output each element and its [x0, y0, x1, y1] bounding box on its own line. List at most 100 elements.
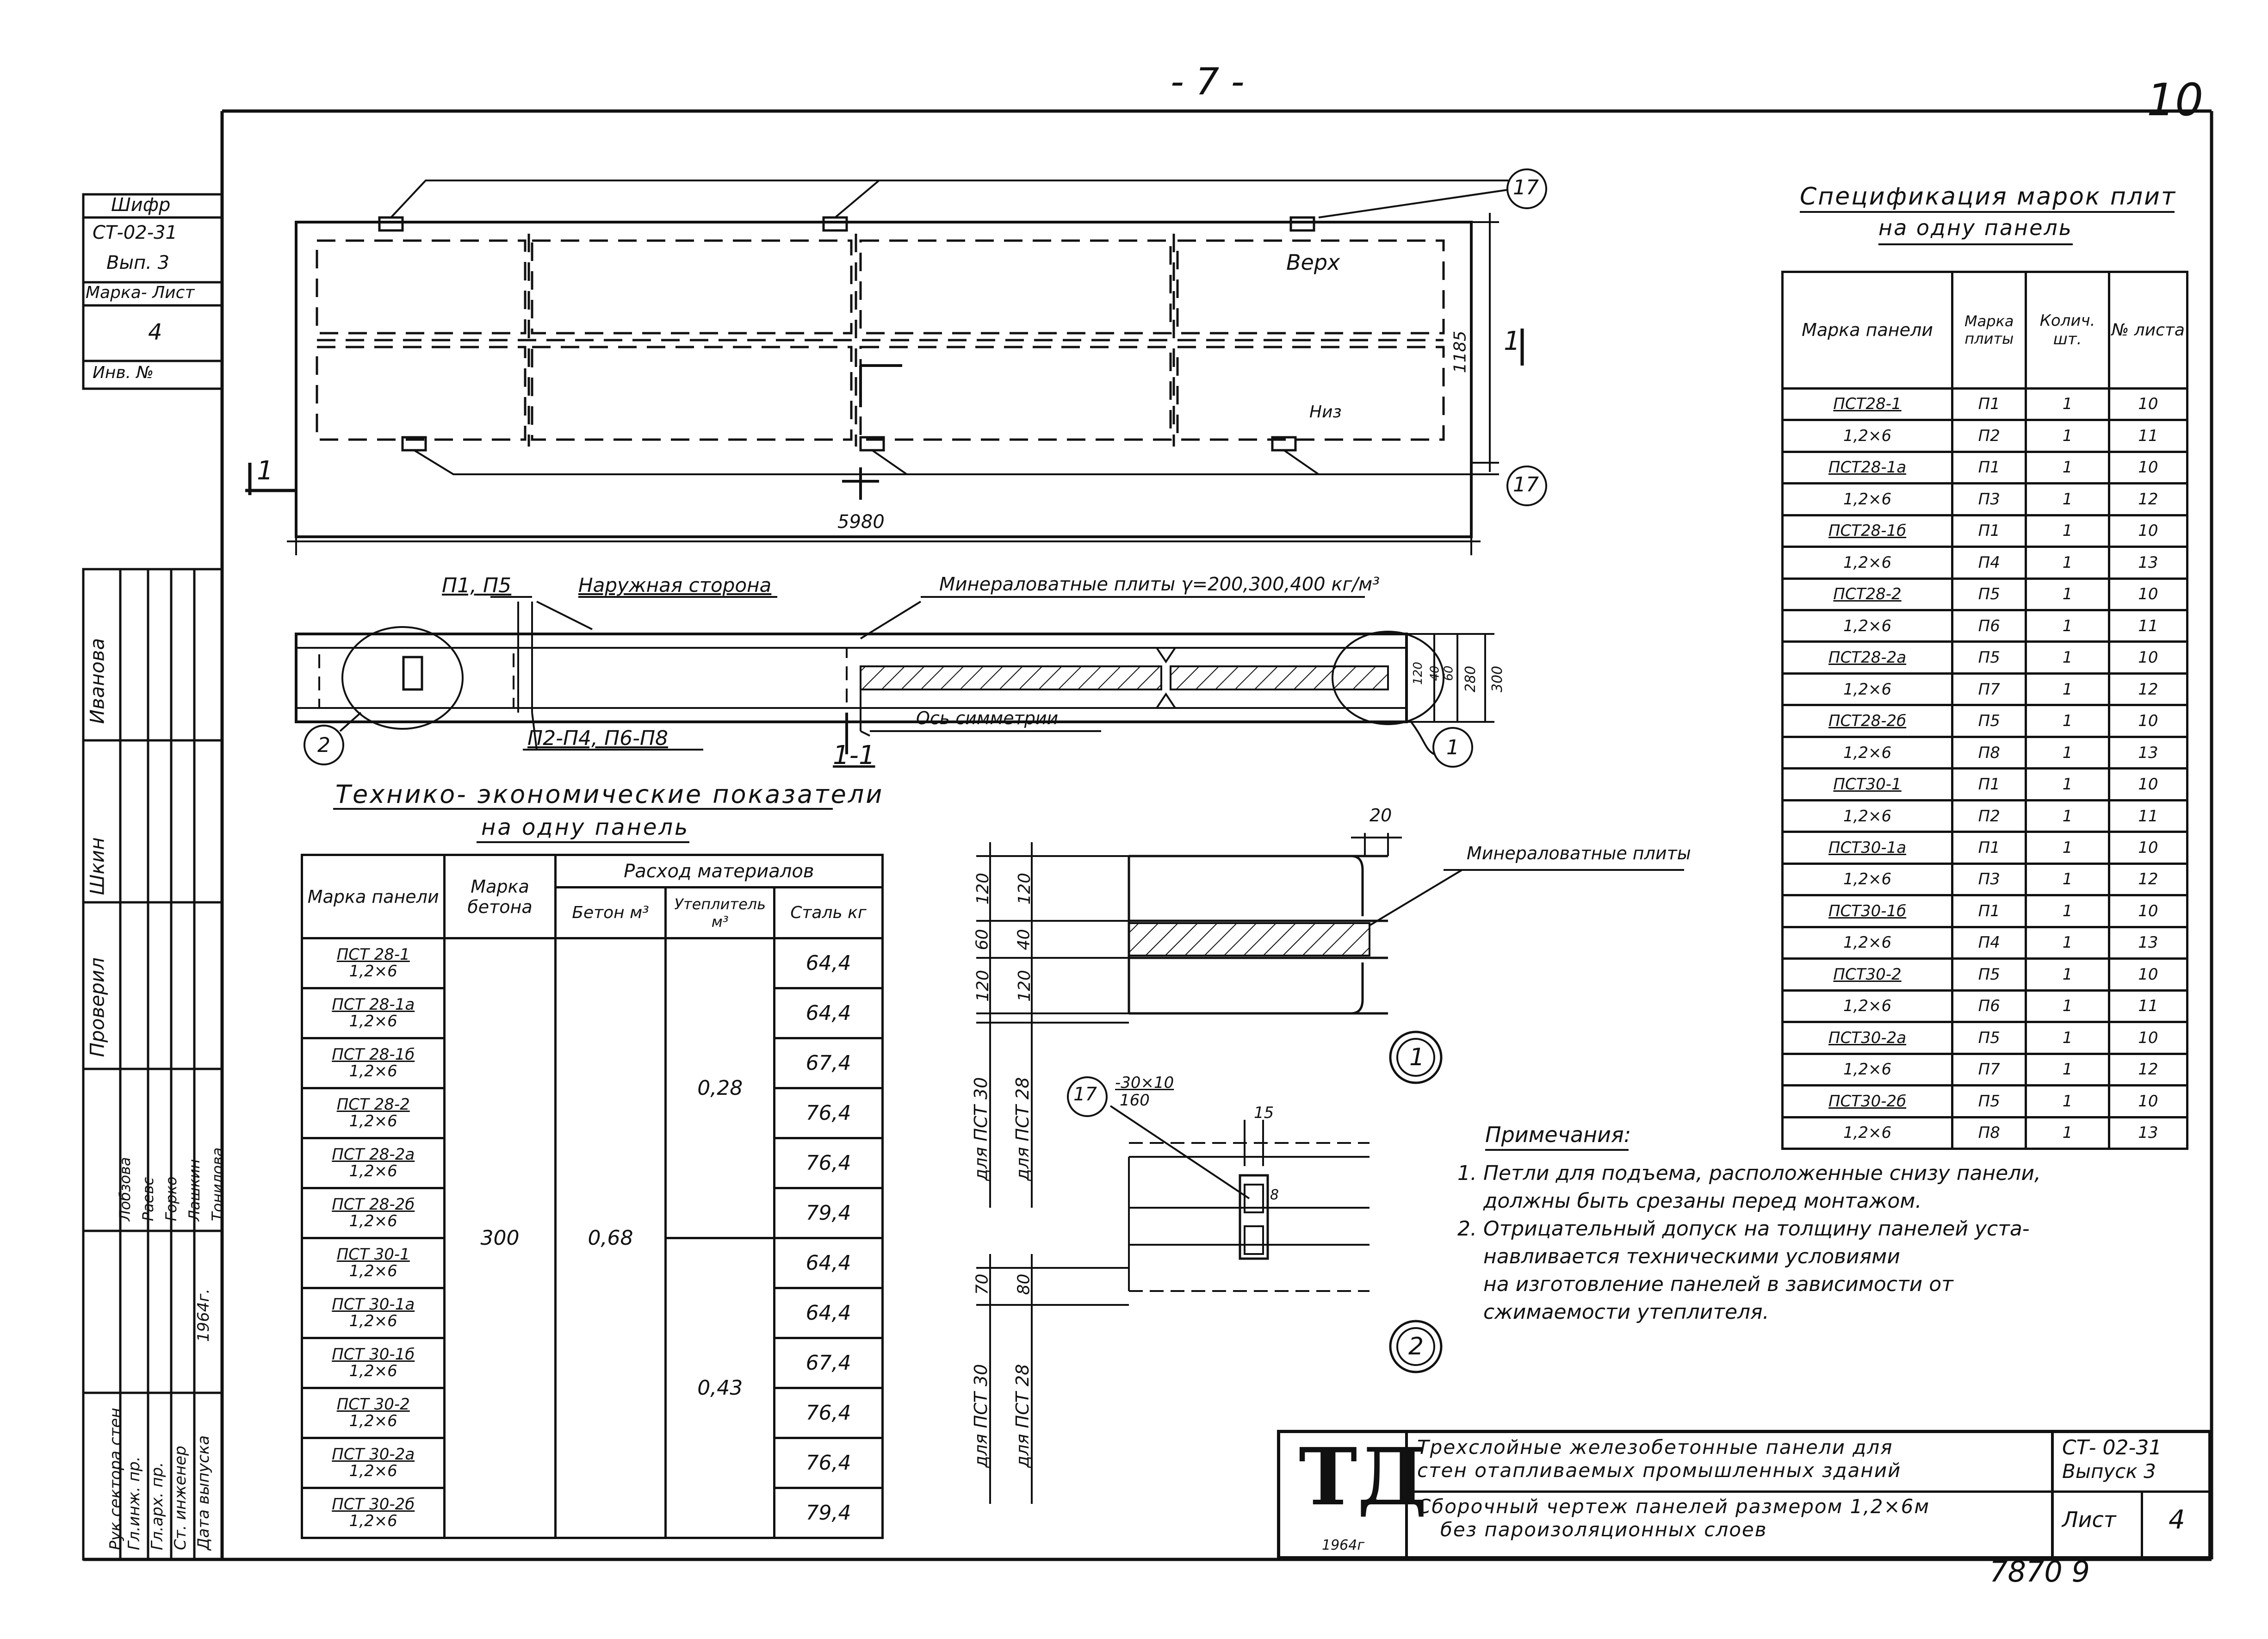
spec-qty: 1: [2025, 989, 2110, 1024]
tech-size: 1,2×6: [349, 1161, 397, 1180]
tech-steel: 76,4: [773, 1387, 884, 1439]
tech-steel: 76,4: [773, 1087, 884, 1139]
spec-header-slab: Марка плиты: [1951, 271, 2027, 390]
spec-slab: П3: [1951, 482, 2027, 516]
tech-mark: ПСТ 28-1: [336, 945, 410, 964]
spec-mark: ПСТ28-2а: [1781, 640, 1954, 675]
detail2-plate-label: -30×10: [1115, 1074, 1174, 1092]
spec-qty: 1: [2025, 704, 2110, 738]
sheet-corner-number: 10: [2147, 74, 2204, 126]
spec-size: 1,2×6: [1781, 862, 1954, 897]
detail2-for-pst30: для ПСТ 30: [971, 1364, 991, 1468]
section-dim-60: 60: [1442, 665, 1456, 681]
detail2-dim-15: 15: [1254, 1104, 1274, 1122]
signature-name-3: Проверил: [86, 957, 109, 1057]
spec-mark: ПСТ30-1б: [1781, 894, 1954, 928]
notes-title: Примечания:: [1485, 1122, 1631, 1147]
spec-sheet: 10: [2107, 577, 2189, 612]
spec-slab: П3: [1951, 862, 2027, 897]
spec-qty: 1: [2025, 1084, 2110, 1118]
signature-date: 1964г.: [194, 1288, 213, 1342]
spec-sheet: 13: [2107, 1116, 2189, 1150]
notes-line-3: 2. Отрицательный допуск на толщину панел…: [1457, 1217, 2030, 1241]
dim-height: 1185: [1450, 330, 1470, 373]
title-block-text-cell: Трехслойные железобетонные панели для ст…: [1408, 1433, 2054, 1556]
spec-header-panel: Марка панели: [1781, 271, 1954, 390]
panel-section: [295, 596, 1494, 768]
tech-size: 1,2×6: [349, 1411, 397, 1430]
signature-name-1: Иванова: [86, 638, 109, 724]
detail2-dim-70: 70: [973, 1273, 992, 1295]
title-block-logo-cell: ТД 1964г: [1280, 1433, 1427, 1556]
tech-steel: 79,4: [773, 1487, 884, 1539]
spec-mark: ПСТ30-1а: [1781, 831, 1954, 865]
detail1-dim-outer-3: 120: [973, 970, 992, 1002]
tech-mark: ПСТ 30-2а: [332, 1445, 415, 1464]
spec-size: 1,2×6: [1781, 419, 1954, 453]
side-mark-sheet-label: Марка- Лист: [86, 283, 195, 302]
label-p1-p5: П1, П5: [442, 574, 512, 597]
tech-steel: 64,4: [773, 987, 884, 1039]
detail1-mineral-label-1: Минераловатные плиты: [1467, 843, 1691, 863]
spec-size: 1,2×6: [1781, 672, 1954, 707]
tech-steel: 79,4: [773, 1187, 884, 1239]
detail-1: [976, 833, 1684, 1208]
spec-qty: 1: [2025, 1052, 2110, 1087]
signature-role-5: Дата выпуска: [194, 1435, 213, 1550]
side-issue: Вып. 3: [106, 252, 170, 273]
spec-mark: ПСТ28-2б: [1781, 704, 1954, 738]
spec-sheet: 10: [2107, 767, 2189, 801]
section-dim-280: 280: [1462, 665, 1479, 693]
spec-qty: 1: [2025, 862, 2110, 897]
detail2-dim-8: 8: [1270, 1187, 1279, 1203]
spec-mark: ПСТ30-2б: [1781, 1084, 1954, 1118]
spec-qty: 1: [2025, 767, 2110, 801]
callout-1-section: 1: [1446, 736, 1459, 759]
detail1-callout: 1: [1409, 1043, 1425, 1071]
tech-table-subtitle: на одну панель: [481, 814, 690, 840]
title-block: ТД 1964г Трехслойные железобетонные пане…: [1277, 1430, 2212, 1559]
spec-mark: ПСТ30-1: [1781, 767, 1954, 801]
tech-mark: ПСТ 30-1б: [332, 1345, 415, 1364]
spec-mark: ПСТ28-1а: [1781, 450, 1954, 485]
tech-header-insulation: Утеплитель м³: [664, 886, 776, 939]
spec-sheet: 10: [2107, 704, 2189, 738]
title-sheet-divider: [2141, 1490, 2143, 1556]
spec-size: 1,2×6: [1781, 989, 1954, 1024]
section-dim-300: 300: [1489, 665, 1506, 693]
tech-size: 1,2×6: [349, 1111, 397, 1130]
spec-mark: ПСТ30-2а: [1781, 1021, 1954, 1055]
label-mineral-plates: Минераловатные плиты γ=200,300,400 кг/м³: [939, 574, 1380, 595]
spec-slab: П6: [1951, 608, 2027, 643]
ta-logo: ТД: [1299, 1431, 1427, 1523]
spec-sheet: 12: [2107, 862, 2189, 897]
tech-insulation-28: 0,28: [664, 937, 776, 1239]
spec-sheet: 12: [2107, 482, 2189, 516]
tech-concrete-volume: 0,68: [554, 937, 667, 1539]
spec-size: 1,2×6: [1781, 735, 1954, 770]
spec-sheet: 11: [2107, 419, 2189, 453]
detail1-dim-inner-2: 40: [1014, 929, 1034, 950]
spec-sheet: 13: [2107, 546, 2189, 580]
callout-2-section: 2: [317, 733, 330, 757]
tech-mark: ПСТ 30-1: [336, 1245, 410, 1264]
tech-steel: 64,4: [773, 1237, 884, 1289]
side-series: СТ-02-31: [93, 222, 178, 243]
label-symmetry-axis: Ось симметрии: [916, 708, 1059, 728]
title-line-2: стен отапливаемых промышленных зданий: [1417, 1459, 1902, 1482]
spec-sheet: 13: [2107, 735, 2189, 770]
